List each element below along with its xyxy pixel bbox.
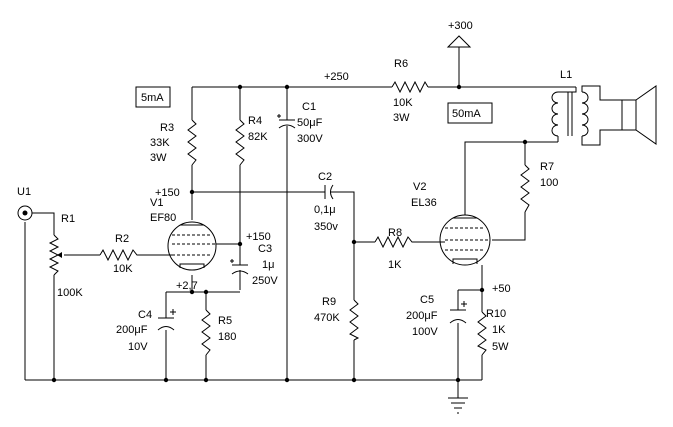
input-connector (17, 205, 33, 221)
label-plus150-c3: +150 (246, 231, 271, 243)
current-box-50mA (447, 102, 493, 124)
tube-v1 (167, 221, 217, 271)
resistor-r8 (374, 235, 415, 249)
label-plus250: +250 (324, 71, 349, 83)
r1-ref: R1 (61, 213, 75, 225)
resistor-r9 (349, 299, 360, 341)
label-plus300: +300 (448, 20, 473, 32)
c5-value: 200μF (406, 310, 438, 322)
c3-ref: C3 (258, 243, 272, 255)
r4-value: 82K (248, 131, 268, 143)
r10-value: 1K (492, 324, 506, 336)
r3-rating: 3W (150, 152, 167, 164)
capacitor-c4 (157, 309, 176, 331)
r10-ref: R10 (486, 308, 506, 320)
c4-ref: C4 (138, 309, 152, 321)
capacitor-c2 (324, 184, 334, 200)
c2-rating: 350v (314, 221, 338, 233)
l1-ref: L1 (560, 69, 572, 81)
label-plus150-node: +150 (155, 187, 180, 199)
c4-rating: 10V (128, 341, 148, 353)
r3-ref: R3 (160, 122, 174, 134)
c1-value: 50μF (297, 117, 323, 129)
capacitor-c1 (277, 114, 296, 129)
current-50mA-label: 50mA (452, 108, 481, 120)
junction-dots (51, 84, 528, 383)
c2-ref: C2 (318, 171, 332, 183)
labels: +300 +250 +150 +150 +2,7 +50 5mA 50mA U1… (17, 20, 572, 353)
v1-type: EF80 (150, 212, 176, 224)
wires (24, 47, 622, 398)
r9-value: 470K (314, 312, 340, 324)
c1-ref: C1 (302, 101, 316, 113)
r10-rating: 5W (492, 341, 509, 353)
c4-value: 200μF (116, 324, 148, 336)
resistor-r6 (391, 80, 429, 94)
v2-ref: V2 (413, 181, 426, 193)
r5-value: 180 (218, 331, 236, 343)
r6-value: 10K (393, 97, 413, 109)
current-box-5mA (135, 86, 171, 108)
r3-value: 33K (150, 137, 170, 149)
u1-ref: U1 (17, 186, 31, 198)
c1-rating: 300V (297, 133, 323, 145)
r8-value: 1K (388, 259, 402, 271)
capacitor-c3 (230, 259, 249, 280)
resistor-r7 (520, 164, 530, 213)
r2-value: 10K (113, 263, 133, 275)
label-plus50: +50 (492, 283, 511, 295)
r4-ref: R4 (248, 115, 262, 127)
speaker-icon (621, 85, 657, 145)
r5-ref: R5 (218, 315, 232, 327)
r7-value: 100 (540, 177, 558, 189)
r1-value: 100K (57, 287, 83, 299)
c3-rating: 250V (252, 275, 278, 287)
c3-value: 1μ (262, 259, 274, 271)
resistor-r5 (201, 309, 211, 356)
c2-value: 0,1μ (314, 204, 336, 216)
current-5mA-label: 5mA (141, 92, 164, 104)
resistor-r10 (477, 311, 487, 356)
r8-ref: R8 (388, 227, 402, 239)
r2-ref: R2 (115, 233, 129, 245)
label-plus2-7: +2,7 (176, 280, 198, 292)
resistor-r4 (235, 119, 245, 166)
v1-ref: V1 (150, 197, 163, 209)
resistor-r3 (187, 119, 197, 166)
resistor-r1 (48, 234, 62, 276)
tube-v2 (439, 214, 491, 266)
c5-rating: 100V (412, 326, 438, 338)
resistor-r2 (99, 248, 140, 262)
supply-arrow-icon (446, 35, 472, 48)
ground-icon (448, 397, 468, 414)
r6-ref: R6 (394, 58, 408, 70)
r9-ref: R9 (322, 296, 336, 308)
r6-rating: 3W (393, 112, 410, 124)
v2-type: EL36 (411, 197, 437, 209)
r7-ref: R7 (540, 161, 554, 173)
transformer-icon (551, 91, 589, 137)
capacitor-c5 (449, 301, 467, 324)
c5-ref: C5 (420, 294, 434, 306)
